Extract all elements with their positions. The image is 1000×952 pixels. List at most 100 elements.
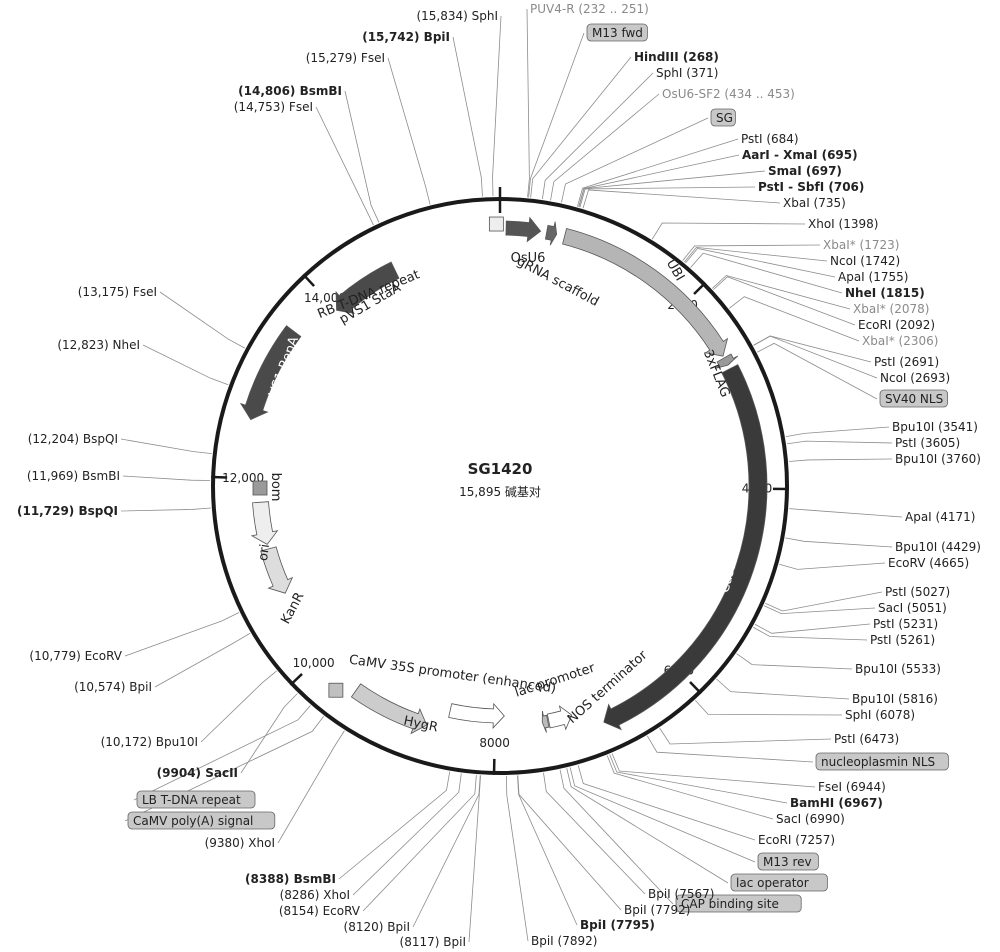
site-leader: [753, 626, 868, 641]
feature-cap-binding-site: [328, 682, 344, 698]
site-leader: [578, 154, 740, 207]
site-leader: [277, 730, 345, 844]
site-leader: [765, 591, 883, 612]
site-leader: [528, 32, 585, 198]
site-label: ApaI (1755): [838, 270, 908, 284]
site-leader: [566, 768, 729, 884]
site-label: XhoI (1398): [808, 217, 878, 231]
site-leader: [683, 246, 828, 263]
site-label: BpiI (7892): [531, 934, 597, 948]
site-label: SphI (6078): [845, 708, 915, 722]
site-label: Bpu10I (3541): [892, 420, 978, 434]
feature-label: OsU6: [511, 251, 546, 266]
feature-3xflag: [714, 353, 739, 369]
site-leader: [578, 170, 766, 208]
site-label: (8117) BpiI: [400, 935, 466, 949]
site-label: NcoI (1742): [830, 254, 900, 268]
site-leader: [690, 252, 843, 294]
site-label: SphI (371): [656, 66, 718, 80]
feature-tag-label: M13 rev: [763, 855, 812, 869]
site-leader: [728, 296, 860, 342]
feature-tag-box: [815, 752, 949, 771]
site-label: Bpu10I (5533): [855, 662, 941, 676]
feature-tag-box: [879, 389, 948, 408]
site-leader: [543, 772, 646, 895]
site-label: NcoI (2693): [880, 371, 950, 385]
site-label: BpiI (7792): [624, 903, 690, 917]
site-label: NheI (1815): [845, 286, 925, 300]
site-label: XbaI* (2306): [862, 334, 938, 348]
site-leader: [736, 653, 853, 670]
site-leader: [505, 775, 529, 942]
site-leader: [712, 275, 851, 310]
feature-nos-terminator: [546, 705, 573, 731]
feature-ubi: [562, 227, 729, 357]
feature-camv-35s-promoter-enhanced-: [448, 702, 505, 729]
site-label: PstI (5261): [870, 633, 935, 647]
site-leader: [713, 276, 856, 326]
site-label: PstI (2691): [874, 355, 939, 369]
feature-tag-label: CaMV poly(A) signal: [133, 814, 253, 828]
feature-tag-box: [675, 894, 802, 913]
site-label: (15,742) BpiI: [362, 30, 450, 44]
feature-tag-box: [710, 108, 736, 127]
feature-label: bom: [268, 473, 283, 502]
site-label: (14,806) BsmBI: [238, 84, 342, 98]
site-leader: [582, 189, 781, 209]
site-leader: [577, 138, 739, 207]
site-leader: [785, 537, 893, 548]
site-label: (13,175) FseI: [78, 285, 157, 299]
site-leader: [757, 342, 878, 400]
feature-tag-label: LB T-DNA repeat: [142, 793, 241, 807]
site-leader: [609, 754, 788, 804]
site-leader: [753, 335, 878, 379]
site-label: BpiI (7795): [580, 918, 655, 932]
tick-mark: [693, 281, 707, 295]
feature-tag-label: M13 fwd: [592, 26, 643, 40]
site-leader: [200, 670, 277, 743]
site-leader: [577, 765, 756, 841]
site-leader: [352, 773, 462, 896]
site-leader-lines: [120, 8, 903, 943]
site-label: XbaI (735): [783, 196, 846, 210]
site-label: PstI (6473): [834, 732, 899, 746]
feature-tag-label: lac operator: [736, 876, 809, 890]
site-leader: [788, 458, 893, 462]
site-leader: [517, 775, 578, 926]
feature-label: KanR: [278, 590, 307, 627]
site-label: BamHI (6967): [790, 796, 883, 810]
site-leader: [753, 335, 872, 363]
tick-mark: [689, 681, 703, 695]
feature-arrows: [239, 216, 768, 735]
site-leader: [646, 735, 814, 763]
feature-ori: [250, 501, 279, 545]
feature-label: CaMV 35S promoter (enhanced): [348, 653, 557, 697]
site-leader: [122, 475, 211, 481]
site-label: Bpu10I (5816): [852, 692, 938, 706]
tick-mark: [289, 673, 303, 686]
feature-tag-box: [586, 23, 648, 42]
site-label: PUV4-R (232 .. 251): [530, 2, 649, 16]
site-leader: [344, 90, 380, 223]
site-label: SacI (6990): [776, 812, 845, 826]
site-label: FseI (6944): [818, 780, 886, 794]
site-leader: [561, 117, 709, 203]
site-label: SacI (5051): [878, 601, 947, 615]
site-leader: [387, 57, 431, 205]
feature-osu6: [505, 216, 542, 243]
feature-label: gRNA scaffold: [514, 254, 601, 310]
site-labels: PUV4-R (232 .. 251)M13 fwd(15,834) SphI(…: [17, 2, 981, 949]
site-leader: [517, 775, 622, 911]
site-label: (12,823) NheI: [57, 338, 140, 352]
site-label: PstI (5231): [873, 617, 938, 631]
site-label: Bpu10I (3760): [895, 452, 981, 466]
site-leader: [785, 426, 890, 438]
site-leader: [786, 440, 893, 445]
site-leader: [789, 508, 903, 518]
feature-rb-t-dna-repeat: [488, 216, 504, 232]
site-leader: [526, 8, 530, 198]
feature-lac-promoter: [541, 710, 550, 733]
feature-tag-label: SV40 NLS: [885, 392, 943, 406]
site-label: (9904) SacII: [157, 766, 238, 780]
site-label: (10,779) EcoRV: [29, 649, 122, 663]
